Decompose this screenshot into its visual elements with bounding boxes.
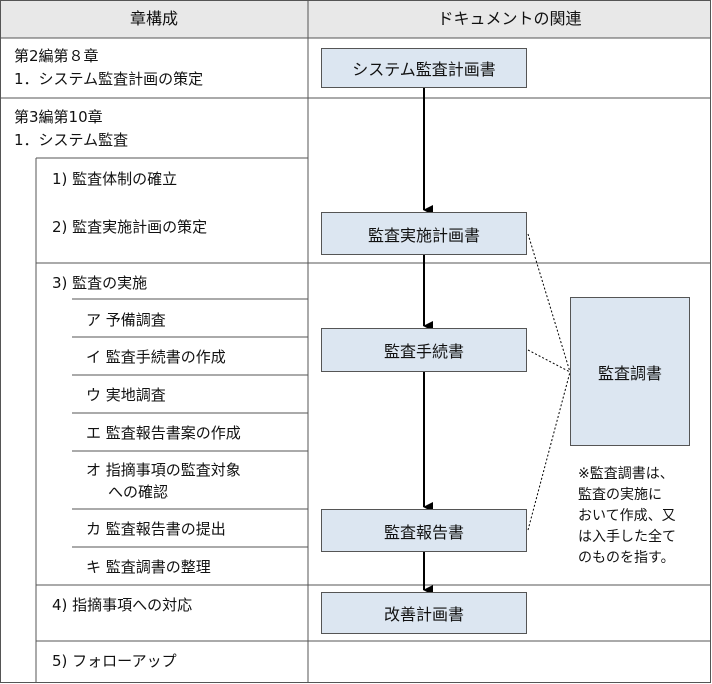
doc-working-papers: 監査調書 <box>570 297 690 446</box>
step4-label: 4) 指摘事項への対応 <box>52 596 193 614</box>
section2-line2: 1．システム監査 <box>14 131 129 149</box>
section1-line2: 1．システム監査計画の策定 <box>14 70 204 88</box>
substep-u: ウ 実地調査 <box>86 386 166 404</box>
dotted-proc-to-papers <box>527 349 571 373</box>
step3-label: 3) 監査の実施 <box>52 274 148 292</box>
header-documents: ドキュメントの関連 <box>437 9 582 28</box>
section2-line1: 第3編第10章 <box>14 108 103 126</box>
substep-o-line1: オ 指摘事項の監査対象 <box>86 461 241 479</box>
working-papers-note: ※監査調書は、 監査の実施に おいて作成、又 は入手した全て のものを指す。 <box>578 466 676 566</box>
section1-line1: 第2編第８章 <box>14 47 99 65</box>
substep-ki: キ 監査調書の整理 <box>86 558 211 576</box>
doc-audit-plan: システム監査計画書 <box>321 48 527 88</box>
dotted-report-to-papers <box>527 371 571 531</box>
header-background <box>0 0 711 38</box>
substep-a: ア 予備調査 <box>86 311 166 329</box>
substep-o-line2: への確認 <box>108 483 169 501</box>
substep-ka: カ 監査報告書の提出 <box>86 520 226 538</box>
substep-e: エ 監査報告書案の作成 <box>86 424 241 442</box>
step5-label: 5) フォローアップ <box>52 652 177 670</box>
step2-label: 2) 監査実施計画の策定 <box>52 218 208 236</box>
step1-label: 1) 監査体制の確立 <box>52 170 178 188</box>
substep-i: イ 監査手続書の作成 <box>86 348 226 366</box>
dotted-impl-to-papers <box>527 233 571 373</box>
header-chapter: 章構成 <box>129 9 178 28</box>
doc-implementation-plan: 監査実施計画書 <box>321 212 527 255</box>
doc-procedures: 監査手続書 <box>321 328 527 372</box>
doc-report: 監査報告書 <box>321 509 527 552</box>
doc-improvement-plan: 改善計画書 <box>321 592 527 634</box>
